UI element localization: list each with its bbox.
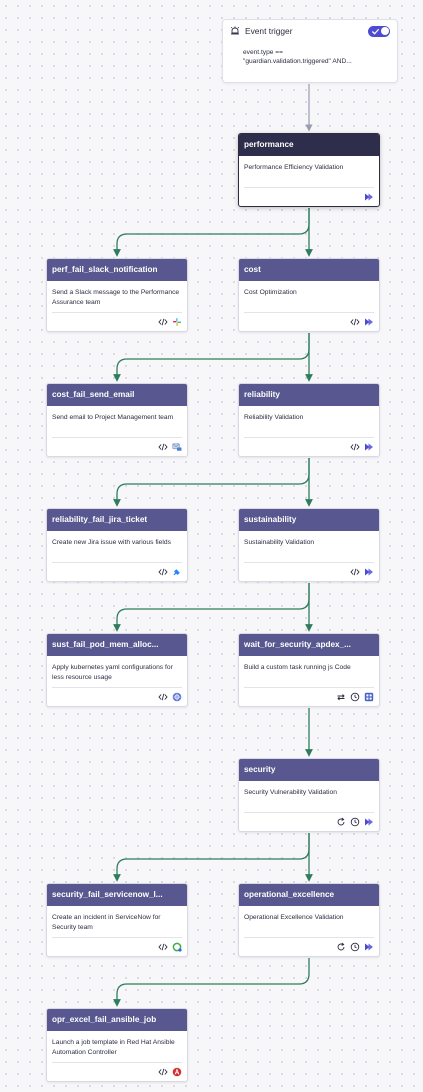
retry-icon[interactable] bbox=[336, 817, 346, 827]
node-cost-fail-send-email[interactable]: cost_fail_send_email Send email to Proje… bbox=[46, 383, 188, 457]
node-footer bbox=[244, 812, 374, 831]
node-footer bbox=[52, 687, 182, 706]
trigger-enabled-toggle[interactable] bbox=[368, 25, 390, 37]
edge-performance-perf-fail bbox=[113, 208, 310, 257]
node-title: opr_excel_fail_ansible_job bbox=[47, 1009, 187, 1031]
code-icon[interactable] bbox=[350, 567, 360, 577]
alarm-icon bbox=[230, 26, 240, 36]
node-footer bbox=[244, 937, 374, 956]
node-performance[interactable]: performance Performance Efficiency Valid… bbox=[238, 133, 380, 207]
node-description: Send email to Project Management team bbox=[52, 414, 174, 421]
node-perf-fail-slack-notification[interactable]: perf_fail_slack_notification Send a Slac… bbox=[46, 258, 188, 332]
clock-icon[interactable] bbox=[350, 817, 360, 827]
node-footer bbox=[52, 437, 182, 456]
email-icon[interactable] bbox=[172, 442, 182, 452]
run-icon[interactable] bbox=[364, 442, 374, 452]
servicenow-icon[interactable] bbox=[172, 942, 182, 952]
node-sust-fail-pod-mem-alloc[interactable]: sust_fail_pod_mem_alloc... Apply kuberne… bbox=[46, 633, 188, 707]
node-opr-excel-fail-ansible-job[interactable]: opr_excel_fail_ansible_job Launch a job … bbox=[46, 1008, 188, 1082]
node-footer bbox=[52, 312, 182, 331]
node-description: Send a Slack message to the Performance … bbox=[52, 289, 180, 306]
event-trigger-node[interactable]: Event trigger event.type == "guardian.va… bbox=[222, 19, 398, 83]
node-footer bbox=[244, 437, 374, 456]
trigger-title: Event trigger bbox=[245, 26, 293, 36]
clock-icon[interactable] bbox=[350, 692, 360, 702]
node-title: reliability_fail_jira_ticket bbox=[47, 509, 187, 531]
node-description: Launch a job template in Red Hat Ansible… bbox=[52, 1039, 175, 1056]
edge-operational-opr-fail bbox=[113, 958, 310, 1007]
edge-reliability-reliability-fail bbox=[113, 458, 310, 507]
retry-icon[interactable] bbox=[336, 942, 346, 952]
node-footer bbox=[244, 187, 374, 206]
code-icon[interactable] bbox=[350, 442, 360, 452]
node-description: Cost Optimization bbox=[244, 289, 297, 296]
run-icon[interactable] bbox=[364, 317, 374, 327]
node-title: security bbox=[239, 759, 379, 781]
trigger-condition: event.type == "guardian.validation.trigg… bbox=[243, 48, 383, 66]
loop-icon[interactable] bbox=[336, 692, 346, 702]
node-title: cost_fail_send_email bbox=[47, 384, 187, 406]
node-title: operational_excellence bbox=[239, 884, 379, 906]
code-icon[interactable] bbox=[158, 317, 168, 327]
node-description: Sustainability Validation bbox=[244, 539, 315, 546]
toggle-knob bbox=[380, 27, 389, 35]
node-description: Performance Efficiency Validation bbox=[244, 164, 344, 171]
code-icon[interactable] bbox=[158, 442, 168, 452]
node-security-fail-servicenow[interactable]: security_fail_servicenow_l... Create an … bbox=[46, 883, 188, 957]
node-title: perf_fail_slack_notification bbox=[47, 259, 187, 281]
edge-security-security-fail bbox=[113, 833, 310, 882]
kubernetes-icon[interactable] bbox=[172, 692, 182, 702]
node-footer bbox=[244, 687, 374, 706]
trigger-condition-line2: "guardian.validation.triggered" AND... bbox=[243, 58, 352, 65]
node-description: Apply kubernetes yaml configurations for… bbox=[52, 664, 173, 681]
jira-icon[interactable] bbox=[172, 567, 182, 577]
edge-cost-cost-fail bbox=[113, 333, 310, 382]
trigger-condition-line1: event.type == bbox=[243, 49, 283, 56]
js-icon[interactable] bbox=[364, 692, 374, 702]
node-title: sustainability bbox=[239, 509, 379, 531]
node-footer bbox=[244, 312, 374, 331]
run-icon[interactable] bbox=[364, 817, 374, 827]
node-title: wait_for_security_apdex_... bbox=[239, 634, 379, 656]
node-security[interactable]: security Security Vulnerability Validati… bbox=[238, 758, 380, 832]
run-icon[interactable] bbox=[364, 192, 374, 202]
run-icon[interactable] bbox=[364, 942, 374, 952]
node-sustainability[interactable]: sustainability Sustainability Validation bbox=[238, 508, 380, 582]
node-description: Create new Jira issue with various field… bbox=[52, 539, 171, 546]
code-icon[interactable] bbox=[158, 692, 168, 702]
node-title: performance bbox=[239, 134, 379, 156]
node-footer bbox=[52, 937, 182, 956]
node-description: Build a custom task running js Code bbox=[244, 664, 351, 671]
node-title: sust_fail_pod_mem_alloc... bbox=[47, 634, 187, 656]
node-title: cost bbox=[239, 259, 379, 281]
node-description: Operational Excellence Validation bbox=[244, 914, 344, 921]
ansible-icon[interactable] bbox=[172, 1067, 182, 1077]
node-title: security_fail_servicenow_l... bbox=[47, 884, 187, 906]
code-icon[interactable] bbox=[350, 317, 360, 327]
node-footer bbox=[244, 562, 374, 581]
node-description: Security Vulnerability Validation bbox=[244, 789, 337, 796]
code-icon[interactable] bbox=[158, 567, 168, 577]
slack-icon[interactable] bbox=[172, 317, 182, 327]
code-icon[interactable] bbox=[158, 1067, 168, 1077]
node-title: reliability bbox=[239, 384, 379, 406]
node-footer bbox=[52, 562, 182, 581]
node-footer bbox=[52, 1062, 182, 1081]
node-reliability[interactable]: reliability Reliability Validation bbox=[238, 383, 380, 457]
clock-icon[interactable] bbox=[350, 942, 360, 952]
node-reliability-fail-jira-ticket[interactable]: reliability_fail_jira_ticket Create new … bbox=[46, 508, 188, 582]
check-icon bbox=[371, 28, 380, 35]
node-description: Reliability Validation bbox=[244, 414, 304, 421]
edge-sustainability-sust-fail bbox=[113, 583, 310, 632]
node-wait-for-security[interactable]: wait_for_security_apdex_... Build a cust… bbox=[238, 633, 380, 707]
node-operational-excellence[interactable]: operational_excellence Operational Excel… bbox=[238, 883, 380, 957]
run-icon[interactable] bbox=[364, 567, 374, 577]
code-icon[interactable] bbox=[158, 942, 168, 952]
node-cost[interactable]: cost Cost Optimization bbox=[238, 258, 380, 332]
node-description: Create an incident in ServiceNow for Sec… bbox=[52, 914, 161, 931]
